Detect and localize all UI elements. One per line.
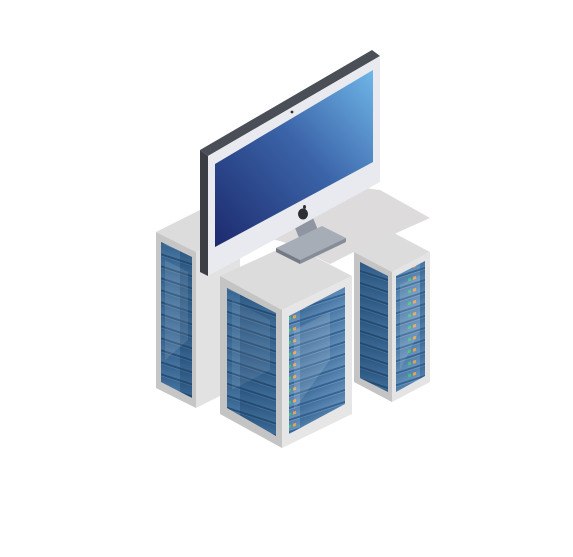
server-rack-front bbox=[220, 244, 352, 448]
camera-dot bbox=[290, 110, 294, 114]
monitor bbox=[200, 50, 380, 276]
server-rack-right bbox=[354, 232, 430, 402]
monitor-screen bbox=[215, 70, 373, 247]
apple-logo-icon bbox=[298, 205, 308, 220]
